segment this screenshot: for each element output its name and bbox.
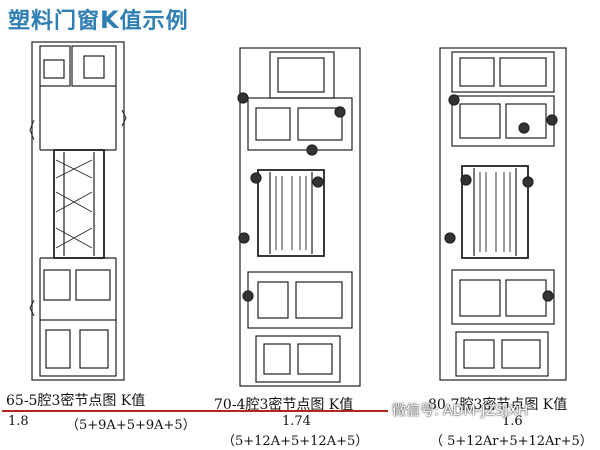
profile-80-drawing	[439, 47, 567, 381]
profile-70-glass-spec: （5+12A+5+12A+5）	[222, 434, 369, 449]
profile-80-glass-spec: （ 5+12Ar+5+12Ar+5）	[430, 434, 593, 449]
profile-80-k-value: 1.6	[502, 414, 523, 429]
title-text: 塑料门窗	[8, 9, 101, 34]
profile-65-drawing	[29, 41, 127, 381]
page-title: 塑料门窗K值示例	[8, 3, 189, 35]
profile-80-name: 80-7腔3密节点图 K值	[428, 397, 568, 413]
profile-65-name: 65-5腔3密节点图 K值	[6, 393, 146, 409]
wechat-watermark: 微信号: ADM-JZSJXH	[392, 403, 529, 419]
caption-underline	[2, 410, 388, 412]
title-suffix: 值示例	[119, 9, 189, 34]
title-k: K	[100, 6, 120, 34]
profile-65-glass-spec: （5+9A+5+9A+5）	[66, 418, 196, 433]
profile-70-name: 70-4腔3密节点图 K值	[214, 397, 354, 413]
profile-65-k-value: 1.8	[8, 414, 29, 429]
profile-70-drawing	[237, 47, 361, 387]
profile-70-k-value: 1.74	[282, 414, 311, 429]
